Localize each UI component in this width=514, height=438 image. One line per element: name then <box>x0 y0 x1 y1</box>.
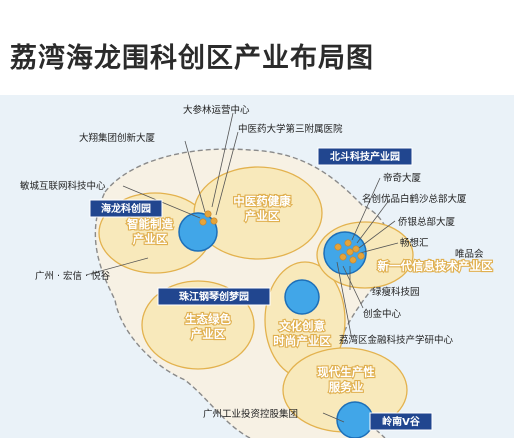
zone-eco-line2: 产业区 <box>191 327 226 341</box>
tag-zhujiang-text: 珠江钢琴创梦园 <box>179 290 249 303</box>
zone-it-label: 新一代信息技术产业区 <box>378 259 493 273</box>
page-title: 荔湾海龙围科创区产业布局图 <box>10 43 374 74</box>
zone-smart-mfg-line2: 产业区 <box>133 232 168 246</box>
label-daxiang: 大翔集团创新大厦 <box>79 132 156 144</box>
leader-lines <box>85 112 399 423</box>
label-dashen: 大参林运营中心 <box>183 104 250 116</box>
label-mincheng: 敏城互联网科技中心 <box>20 180 106 192</box>
hub-beidou <box>323 231 367 275</box>
label-lvshou: 绿瘦科技园 <box>372 286 420 298</box>
label-guangzhou-hongxin: 广州 · 宏信 · 悦谷 <box>35 270 111 282</box>
zone-service-line1: 现代生产性 <box>317 365 375 379</box>
zone-culture-line2: 时尚产业区 <box>273 334 331 348</box>
label-mingchuang: 名创优品白鹤沙总部大厦 <box>362 193 467 205</box>
tag-beidou-text: 北斗科技产业园 <box>330 150 400 163</box>
label-diqi: 帝奇大厦 <box>383 172 422 184</box>
tag-zhujiang: 珠江钢琴创梦园 <box>157 287 271 306</box>
label-changxiang: 畅想汇 <box>400 237 429 249</box>
label-vip: 唯品会 <box>455 248 484 260</box>
zone-smart-mfg-line1: 智能制造 <box>127 217 173 231</box>
hub-lingnan <box>336 401 374 438</box>
tag-lingnan: 岭南V谷 <box>369 412 433 431</box>
hub-zhujiang <box>284 279 320 315</box>
zone-service-line2: 服务业 <box>329 380 364 394</box>
label-chuangjin: 创金中心 <box>363 308 402 320</box>
label-finance: 荔湾区金融科技产学研中心 <box>339 334 454 346</box>
tag-beidou: 北斗科技产业园 <box>317 147 413 166</box>
island-boundary <box>94 148 392 438</box>
zone-tcm-line1: 中医药健康 <box>233 194 291 208</box>
site-dots <box>199 210 365 264</box>
tag-hailong-text: 海龙科创园 <box>101 202 151 215</box>
label-tcm-hospital: 中医药大学第三附属医院 <box>238 123 343 135</box>
zone-culture-line1: 文化创意 <box>279 319 325 333</box>
tag-lingnan-text: 岭南V谷 <box>382 415 421 428</box>
label-qiaoyin: 侨银总部大厦 <box>398 216 456 228</box>
zone-eco-line1: 生态绿色 <box>185 312 231 326</box>
tag-hailong: 海龙科创园 <box>89 199 163 218</box>
label-investment: 广州工业投资控股集团 <box>203 408 298 420</box>
hub-hailong <box>178 212 218 252</box>
zone-tcm-line2: 产业区 <box>245 209 280 223</box>
